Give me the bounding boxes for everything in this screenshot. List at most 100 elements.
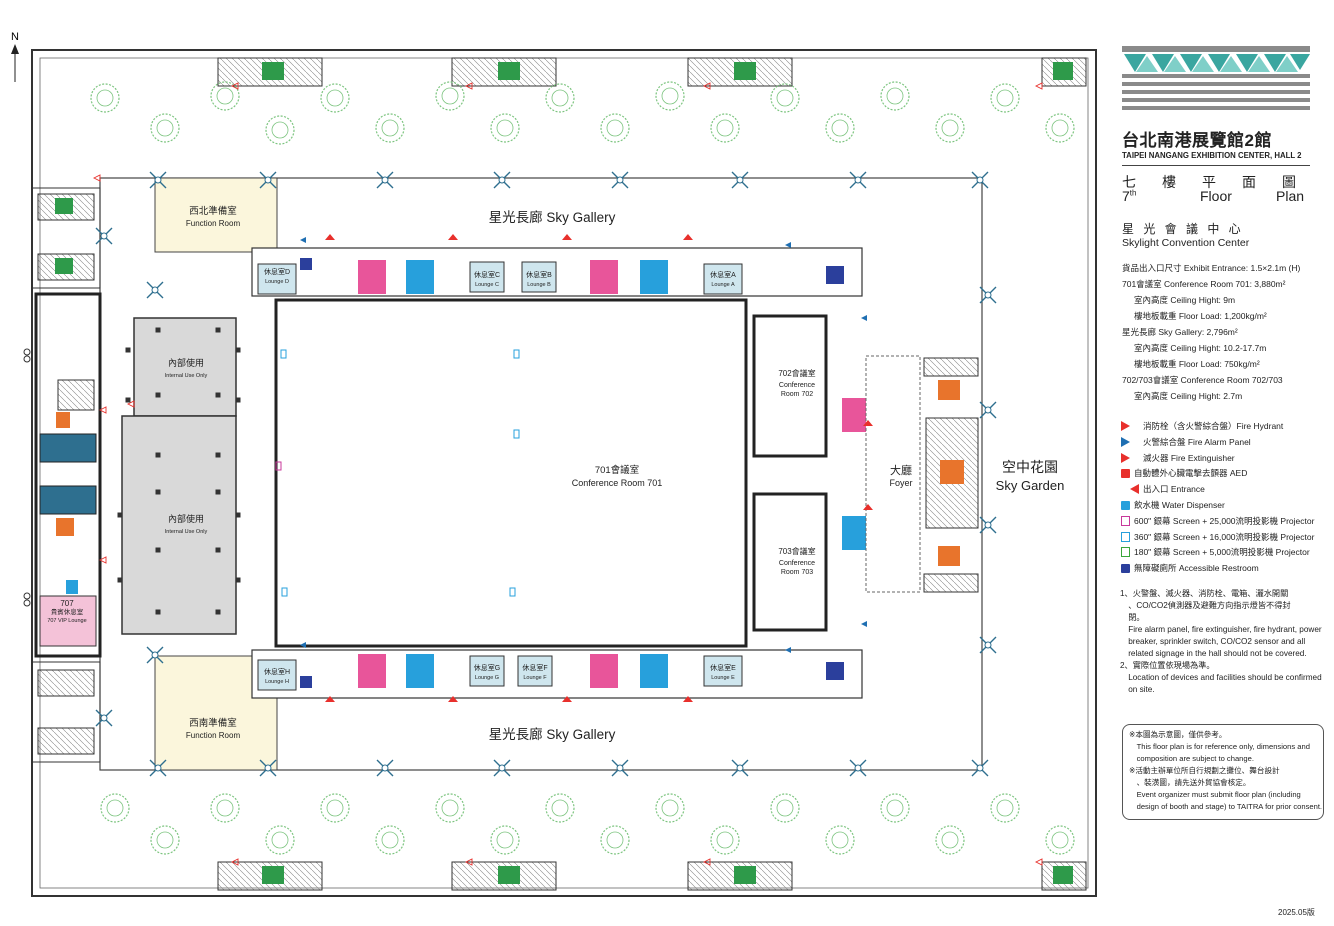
lounge-f-box bbox=[517, 655, 553, 687]
tree-icon bbox=[831, 831, 849, 849]
notes-list: 1、火警盤、滅火器、消防栓、電箱、灑水開關 、CO/CO2偵測器及避難方向指示燈… bbox=[1120, 588, 1326, 696]
sw-function-zh: 西南準備室 bbox=[189, 717, 237, 729]
internal2-en: Internal Use Only bbox=[165, 529, 208, 535]
tree-icon bbox=[96, 89, 114, 107]
spec-line: 室內高度 Ceiling Hight: 10.2-17.7m bbox=[1134, 343, 1267, 353]
tree-icon bbox=[716, 119, 734, 137]
pillar-icon bbox=[125, 397, 131, 403]
fire-hydrant-icon bbox=[464, 82, 473, 90]
tree-icon bbox=[710, 113, 740, 143]
escalator-icon bbox=[940, 460, 964, 484]
sw-function-en: Function Room bbox=[186, 731, 241, 740]
disclaimer-line: ※活動主辦單位所自行規劃之攤位、舞台設計 bbox=[1129, 766, 1280, 775]
tree-icon bbox=[90, 83, 120, 113]
tree-icon bbox=[1045, 825, 1075, 855]
top-stairs bbox=[217, 57, 1087, 87]
note-line: 、CO/CO2偵測器及避難方向指示燈皆不得封 bbox=[1120, 601, 1291, 610]
entrance-icon bbox=[683, 696, 693, 708]
tree-icon bbox=[441, 87, 459, 105]
tree-icon bbox=[661, 799, 679, 817]
tree-icon bbox=[156, 831, 174, 849]
disclaimer-box: ※本圖為示意圖，僅供參考。 This floor plan is for ref… bbox=[1122, 724, 1324, 820]
tree-icon bbox=[490, 113, 520, 143]
note-line: breaker, sprinkler switch, CO/CO2 sensor… bbox=[1120, 637, 1306, 646]
exit-sign-icon bbox=[734, 866, 756, 884]
garden-trees bbox=[90, 81, 1075, 855]
fire-hydrant-icon bbox=[98, 556, 107, 564]
lounge-g-en: Lounge G bbox=[475, 675, 499, 681]
room703-en2: Room 703 bbox=[781, 569, 813, 576]
accessible-restroom-icon bbox=[826, 266, 844, 284]
screen-360-icon bbox=[280, 349, 287, 359]
disclaimer-line: composition are subject to change. bbox=[1129, 754, 1254, 763]
vip-lounge-fill bbox=[39, 595, 97, 647]
tree-icon bbox=[496, 119, 514, 137]
column-marker-icon bbox=[100, 714, 108, 722]
legend-panel: 台北南港展覽館2館 TAIPEI NANGANG EXHIBITION CENT… bbox=[1118, 0, 1328, 926]
escalator-icon bbox=[56, 412, 70, 428]
tree-icon bbox=[655, 793, 685, 823]
lounge-b-box bbox=[521, 261, 557, 293]
south-lounge-band bbox=[251, 649, 863, 699]
fire-hydrant-icon bbox=[702, 82, 711, 90]
screen-360-icon bbox=[513, 429, 520, 439]
fire-alarm-panel-icon bbox=[300, 237, 306, 243]
entrance-icon bbox=[863, 420, 873, 432]
pillar-icon bbox=[235, 397, 241, 403]
disclaimer-line: Event organizer must submit floor plan (… bbox=[1129, 790, 1301, 799]
tree-icon bbox=[661, 87, 679, 105]
escalator-icon bbox=[938, 380, 960, 400]
exit-sign-icon bbox=[55, 198, 73, 214]
legend-item: 自動體外心臟電擊去顫器 AED bbox=[1121, 467, 1247, 479]
escalator-icon bbox=[938, 546, 960, 566]
tree-icon bbox=[606, 831, 624, 849]
tree-icon bbox=[941, 119, 959, 137]
lounge-c-en: Lounge C bbox=[475, 282, 499, 288]
north-label: N bbox=[11, 31, 19, 43]
pillar-icon bbox=[215, 547, 221, 553]
fire-hydrant-icon bbox=[98, 406, 107, 414]
spec-line: 樓地板載重 Floor Load: 1,200kg/m² bbox=[1134, 311, 1267, 321]
screen-180-icon bbox=[1121, 547, 1130, 558]
screen-600-icon bbox=[275, 461, 282, 471]
spec-line: 702/703會議室 Conference Room 702/703 bbox=[1122, 375, 1283, 385]
conference-room-702 bbox=[752, 314, 828, 458]
accessible-restroom-icon bbox=[826, 662, 844, 680]
fire-hydrant-icon bbox=[1121, 421, 1139, 431]
tree-icon bbox=[600, 113, 630, 143]
pillar-icon bbox=[215, 327, 221, 333]
elevator-block bbox=[923, 573, 979, 593]
lounge-e-zh: 休息室E bbox=[710, 663, 736, 672]
tree-icon bbox=[1051, 119, 1069, 137]
bottom-stairs bbox=[217, 861, 1087, 891]
entrance-icon bbox=[448, 234, 458, 246]
note-line: 閉。 bbox=[1120, 613, 1145, 622]
tree-icon bbox=[996, 799, 1014, 817]
pillar-icon bbox=[117, 512, 123, 518]
foyer-area bbox=[865, 355, 921, 593]
fire-alarm-panel-icon bbox=[785, 647, 791, 653]
conference-room-701 bbox=[274, 298, 748, 648]
fire-hydrant-icon bbox=[230, 82, 239, 90]
internal2-zh: 內部使用 bbox=[168, 513, 204, 524]
plan-word: Plan bbox=[1276, 188, 1305, 204]
tree-icon bbox=[441, 799, 459, 817]
tree-icon bbox=[655, 81, 685, 111]
room701-en: Conference Room 701 bbox=[572, 478, 663, 488]
pillar-icon bbox=[155, 327, 161, 333]
pillar-icon bbox=[235, 512, 241, 518]
hall-logo bbox=[1122, 46, 1310, 110]
room701-zh: 701會議室 bbox=[595, 464, 639, 476]
tree-icon bbox=[271, 121, 289, 139]
spec-line: 樓地板載重 Floor Load: 750kg/m² bbox=[1134, 359, 1260, 369]
pillar-icon bbox=[215, 392, 221, 398]
pillar-icon bbox=[235, 347, 241, 353]
pillar-icon bbox=[215, 452, 221, 458]
floor-zh: 七 樓 平 面 圖 bbox=[1122, 174, 1302, 190]
north-arrow: N bbox=[11, 31, 19, 82]
tree-icon bbox=[941, 831, 959, 849]
lounge-a-zh: 休息室A bbox=[710, 270, 736, 279]
tree-icon bbox=[710, 825, 740, 855]
tree-icon bbox=[320, 793, 350, 823]
tree-icon bbox=[1045, 113, 1075, 143]
